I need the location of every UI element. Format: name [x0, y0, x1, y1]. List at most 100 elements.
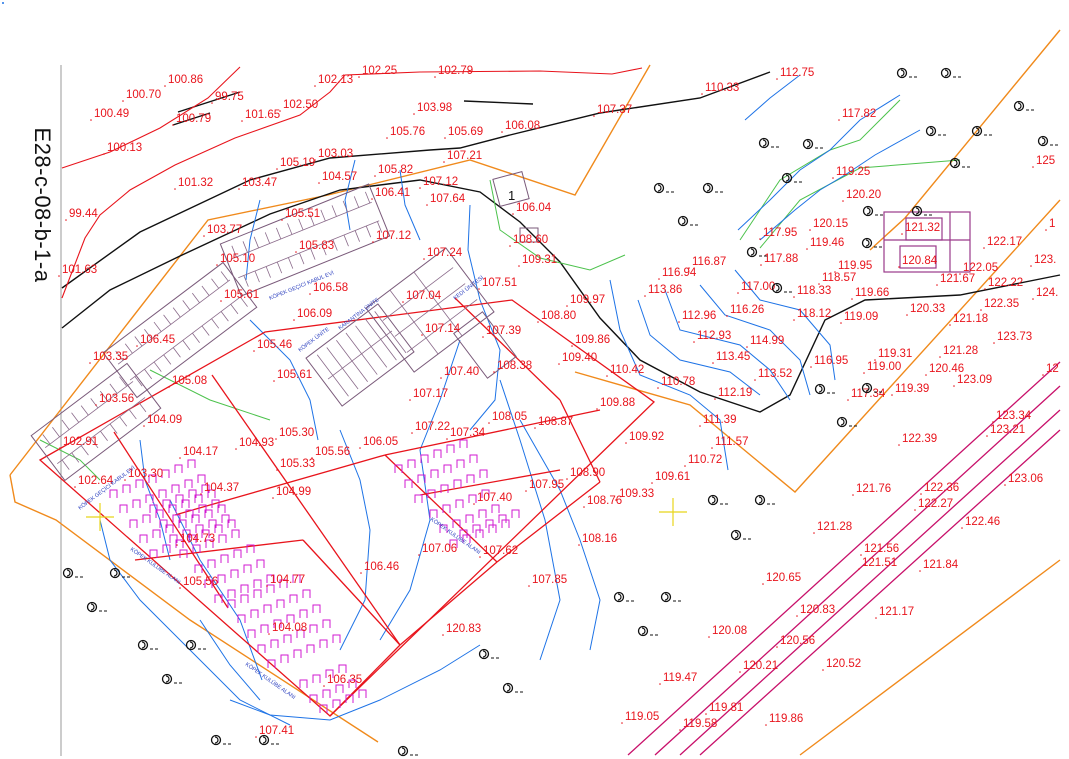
elevation-point — [174, 188, 176, 190]
kennel-pen — [175, 494, 184, 503]
elevation-label: 101.32 — [178, 177, 213, 189]
elevation-label: 108.05 — [492, 411, 527, 423]
elevation-label: 116.95 — [814, 355, 848, 367]
elevation-point — [566, 478, 568, 480]
elevation-label: 107.12 — [376, 230, 411, 242]
elevation-label: 120.83 — [800, 604, 835, 616]
kennel-house-4 — [305, 303, 415, 407]
corner-dot — [2, 2, 4, 4]
elevation-label: 103.77 — [207, 224, 242, 236]
elevation-point — [776, 78, 778, 80]
elevation-label: 116.94 — [662, 267, 697, 279]
elevation-label: 100.79 — [176, 113, 211, 125]
elevation-label: 107.85 — [532, 574, 567, 586]
elevation-point — [411, 432, 413, 434]
kennel-pen — [182, 529, 191, 538]
elevation-label: 122.27 — [918, 498, 953, 510]
elevation-point — [840, 322, 842, 324]
elevation-label: 120.52 — [826, 658, 861, 670]
elevation-point — [266, 585, 268, 587]
elevation-label: 121.17 — [879, 606, 914, 618]
kennel-pen — [178, 519, 187, 528]
elevation-point — [754, 379, 756, 381]
elevation-label: 102.25 — [362, 65, 397, 77]
elevation-label: 99.75 — [215, 91, 244, 103]
elevation-point — [898, 266, 900, 268]
elevation-point — [238, 188, 240, 190]
kennel-pen — [312, 604, 321, 613]
kennel-pen — [420, 454, 429, 463]
elevation-label: 120.08 — [712, 625, 747, 637]
elevation-label: 100.49 — [94, 108, 129, 120]
elevation-point — [678, 321, 680, 323]
elevation-label: 107.17 — [413, 388, 448, 400]
elevation-label: 104.73 — [180, 533, 215, 545]
kennel-pen — [191, 514, 200, 523]
kennel-pen — [260, 624, 269, 633]
tree-icon — [949, 157, 971, 169]
elevation-point — [216, 264, 218, 266]
elevation-point — [372, 241, 374, 243]
elevation-point — [566, 305, 568, 307]
kennel-pen — [253, 589, 262, 598]
elevation-point — [374, 175, 376, 177]
elevation-point — [1042, 374, 1044, 376]
elevation-point — [203, 235, 205, 237]
tree-icon — [971, 125, 993, 137]
tree-icon — [478, 648, 500, 660]
elevation-point — [442, 634, 444, 636]
elevation-point — [200, 493, 202, 495]
elevation-point — [891, 394, 893, 396]
elevation-label: 107.24 — [427, 247, 463, 259]
kennel-pen — [240, 594, 249, 603]
elevation-label: 105.33 — [280, 458, 315, 470]
elevation-point — [295, 251, 297, 253]
elevation-label: 111.39 — [703, 414, 736, 426]
elevation-label: 102.91 — [63, 436, 98, 448]
elevation-point — [621, 722, 623, 724]
kennel-pen — [217, 574, 226, 583]
elevation-label: 104.99 — [276, 486, 311, 498]
tree-icon — [730, 529, 752, 541]
elevation-label: 123.09 — [957, 374, 992, 386]
elevation-point — [901, 233, 903, 235]
elevation-point — [419, 187, 421, 189]
kennel-pen — [469, 454, 478, 463]
elevation-point — [74, 486, 76, 488]
elevation-point — [59, 447, 61, 449]
elevation-point — [444, 137, 446, 139]
kennel-pen — [292, 574, 301, 583]
elevation-point — [478, 288, 480, 290]
clinic-building — [365, 247, 495, 373]
kennel-pen — [149, 549, 158, 558]
elevation-label: 121.32 — [905, 222, 940, 234]
kennel-pen — [479, 469, 488, 478]
elevation-label: 109.33 — [619, 488, 654, 500]
kennel-pen — [253, 579, 262, 588]
kennel-pen — [286, 614, 295, 623]
elevation-point — [493, 371, 495, 373]
kennel-pen — [185, 509, 194, 518]
elevation-point — [712, 362, 714, 364]
kennel-pen — [348, 679, 357, 688]
kennel-pen — [184, 479, 193, 488]
kennel-house-3 — [219, 183, 391, 297]
kennel-pen — [169, 534, 178, 543]
tree-icon — [781, 172, 803, 184]
elevation-label: 120.65 — [766, 572, 801, 584]
elevation-label: 107.06 — [422, 543, 457, 555]
elevation-label: 1 — [1049, 218, 1055, 230]
elevation-label: 106.58 — [313, 282, 348, 294]
elevation-label: 106.09 — [297, 308, 332, 320]
kennel-pen — [296, 629, 305, 638]
elevation-point — [501, 131, 503, 133]
elevation-label: 103.56 — [99, 393, 134, 405]
elevation-label: 106.46 — [364, 561, 399, 573]
tree-icon — [746, 246, 768, 258]
elevation-label: 105.51 — [285, 208, 320, 220]
kennel-pen — [214, 594, 223, 603]
elevation-point — [708, 636, 710, 638]
tree-icon — [653, 182, 675, 194]
elevation-point — [241, 120, 243, 122]
elevation-label: 120.83 — [446, 623, 481, 635]
